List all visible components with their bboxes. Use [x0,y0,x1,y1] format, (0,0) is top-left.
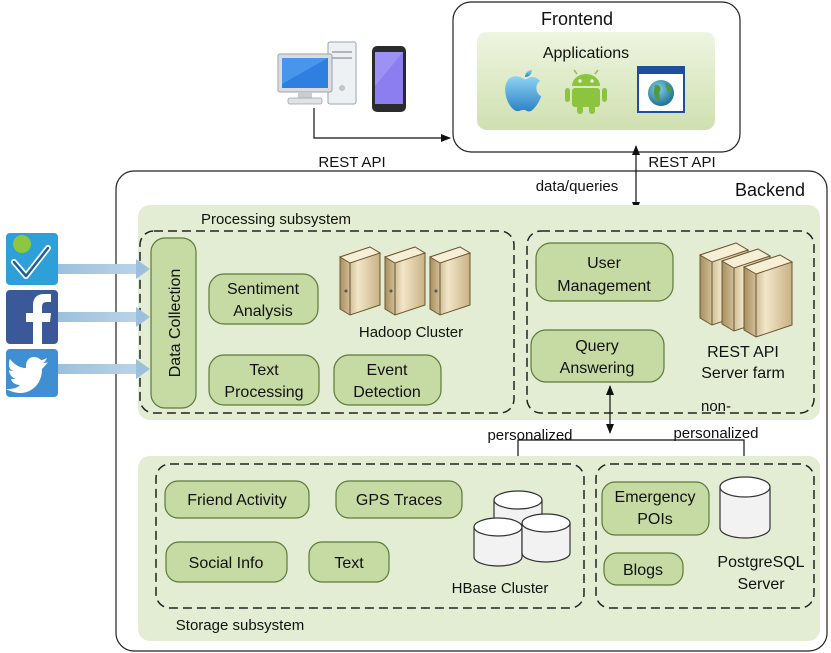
storage-title: Storage subsystem [176,617,304,634]
frontend-rest-api-label: REST API [648,154,715,171]
facebook-icon [6,290,58,344]
postgres-label-1: PostgreSQL [717,554,804,571]
non-personalized-label-2: personalized [673,425,758,442]
user-management-box: User Management [535,242,674,302]
hbase-cluster-label: HBase Cluster [452,580,549,597]
user-management-label-1: User [587,255,621,272]
emergency-pois-label-1: Emergency [615,489,696,506]
text-store-label: Text [334,555,364,572]
blogs-box: Blogs [603,552,684,586]
backend-title: Backend [735,180,805,200]
desktop-computer-icon [277,41,357,105]
client-rest-api-label: REST API [318,154,385,171]
postgres-group [595,463,815,609]
sentiment-label-1: Sentiment [227,281,300,298]
personalized-label: personalized [487,427,572,444]
query-answering-box: Query Answering [530,329,665,383]
non-personalized-label-1: non- [701,398,731,415]
sentiment-analysis-box: Sentiment Analysis [208,273,319,325]
text-processing-box: Text Processing [208,354,320,406]
hadoop-server-icons [338,246,472,316]
query-answering-label-1: Query [575,338,619,355]
friend-activity-box: Friend Activity [164,480,310,519]
blogs-label: Blogs [623,562,663,579]
source-arrows [58,259,150,379]
gps-traces-label: GPS Traces [356,492,442,509]
android-icon [565,69,607,114]
data-queries-label: data/queries [536,178,619,195]
api-server-group [526,230,815,414]
event-detection-box: Event Detection [333,354,442,406]
hbase-group [155,463,585,609]
applications-label: Applications [543,45,629,62]
data-collection-box: Data Collection [150,237,197,409]
processing-title: Processing subsystem [201,211,351,228]
server-farm-label-1: REST API [707,344,779,361]
postgres-database-icon [719,476,771,539]
postgres-label-2: Server [737,576,785,593]
social-info-box: Social Info [165,541,288,583]
gps-traces-box: GPS Traces [335,480,463,519]
twitter-icon [6,349,58,397]
query-answering-label-2: Answering [560,360,635,377]
frontend-title: Frontend [541,9,613,29]
data-collection-label: Data Collection [167,269,184,378]
source-arrow-twitter [58,359,150,379]
rest-api-server-icons [698,242,794,338]
friend-activity-label: Friend Activity [187,492,287,509]
source-arrow-facebook [58,307,150,327]
event-detection-label-1: Event [367,362,408,379]
text-processing-label-2: Processing [224,384,303,401]
frontend-box: Frontend Applications [452,1,741,153]
event-detection-label-2: Detection [353,384,421,401]
user-management-label-2: Management [557,278,651,295]
source-arrow-foursquare [58,259,150,279]
sentiment-label-2: Analysis [233,303,293,320]
client-rest-api-connector [313,108,451,142]
apple-icon [505,70,541,112]
web-browser-icon [637,66,685,113]
foursquare-icon [6,233,58,285]
emergency-pois-label-2: POIs [637,511,673,528]
server-farm-label-2: Server farm [701,365,785,382]
emergency-pois-box: Emergency POIs [601,481,710,536]
smartphone-icon [372,46,406,112]
text-store-box: Text [308,541,390,583]
hadoop-cluster-label: Hadoop Cluster [359,324,463,341]
hbase-database-icons [473,490,571,567]
text-processing-label-1: Text [249,362,279,379]
social-info-label: Social Info [189,555,264,572]
